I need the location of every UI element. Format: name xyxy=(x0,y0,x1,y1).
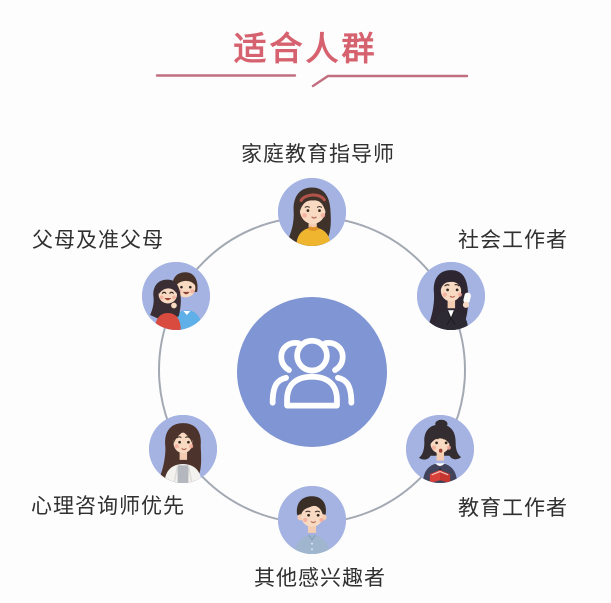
young-man-blue-shirt-avatar xyxy=(278,486,346,554)
node-family-education-instructor xyxy=(278,178,346,246)
label-psych-counselor: 心理咨询师优先 xyxy=(31,495,185,518)
node-parents xyxy=(142,262,210,330)
woman-long-hair-white-coat-avatar xyxy=(149,415,217,483)
node-other-interested xyxy=(278,486,346,554)
smiling-couple-avatar xyxy=(142,262,210,330)
node-psych-counselor xyxy=(149,415,217,483)
label-family-education-instructor: 家庭教育指导师 xyxy=(241,143,395,166)
woman-headband-yellow-top-avatar xyxy=(278,178,346,246)
woman-bob-red-book-avatar xyxy=(406,415,474,483)
node-educator xyxy=(406,415,474,483)
page-title: 适合人群 xyxy=(233,30,378,67)
title-divider xyxy=(155,74,469,88)
node-social-worker xyxy=(417,262,485,330)
woman-black-blazer-phone-avatar xyxy=(417,262,485,330)
label-other-interested: 其他感兴趣者 xyxy=(254,567,386,590)
label-parents: 父母及准父母 xyxy=(32,229,164,252)
center-circle xyxy=(237,297,387,447)
label-social-worker: 社会工作者 xyxy=(458,229,568,252)
people-group-icon xyxy=(269,337,355,409)
label-educator: 教育工作者 xyxy=(458,497,568,520)
